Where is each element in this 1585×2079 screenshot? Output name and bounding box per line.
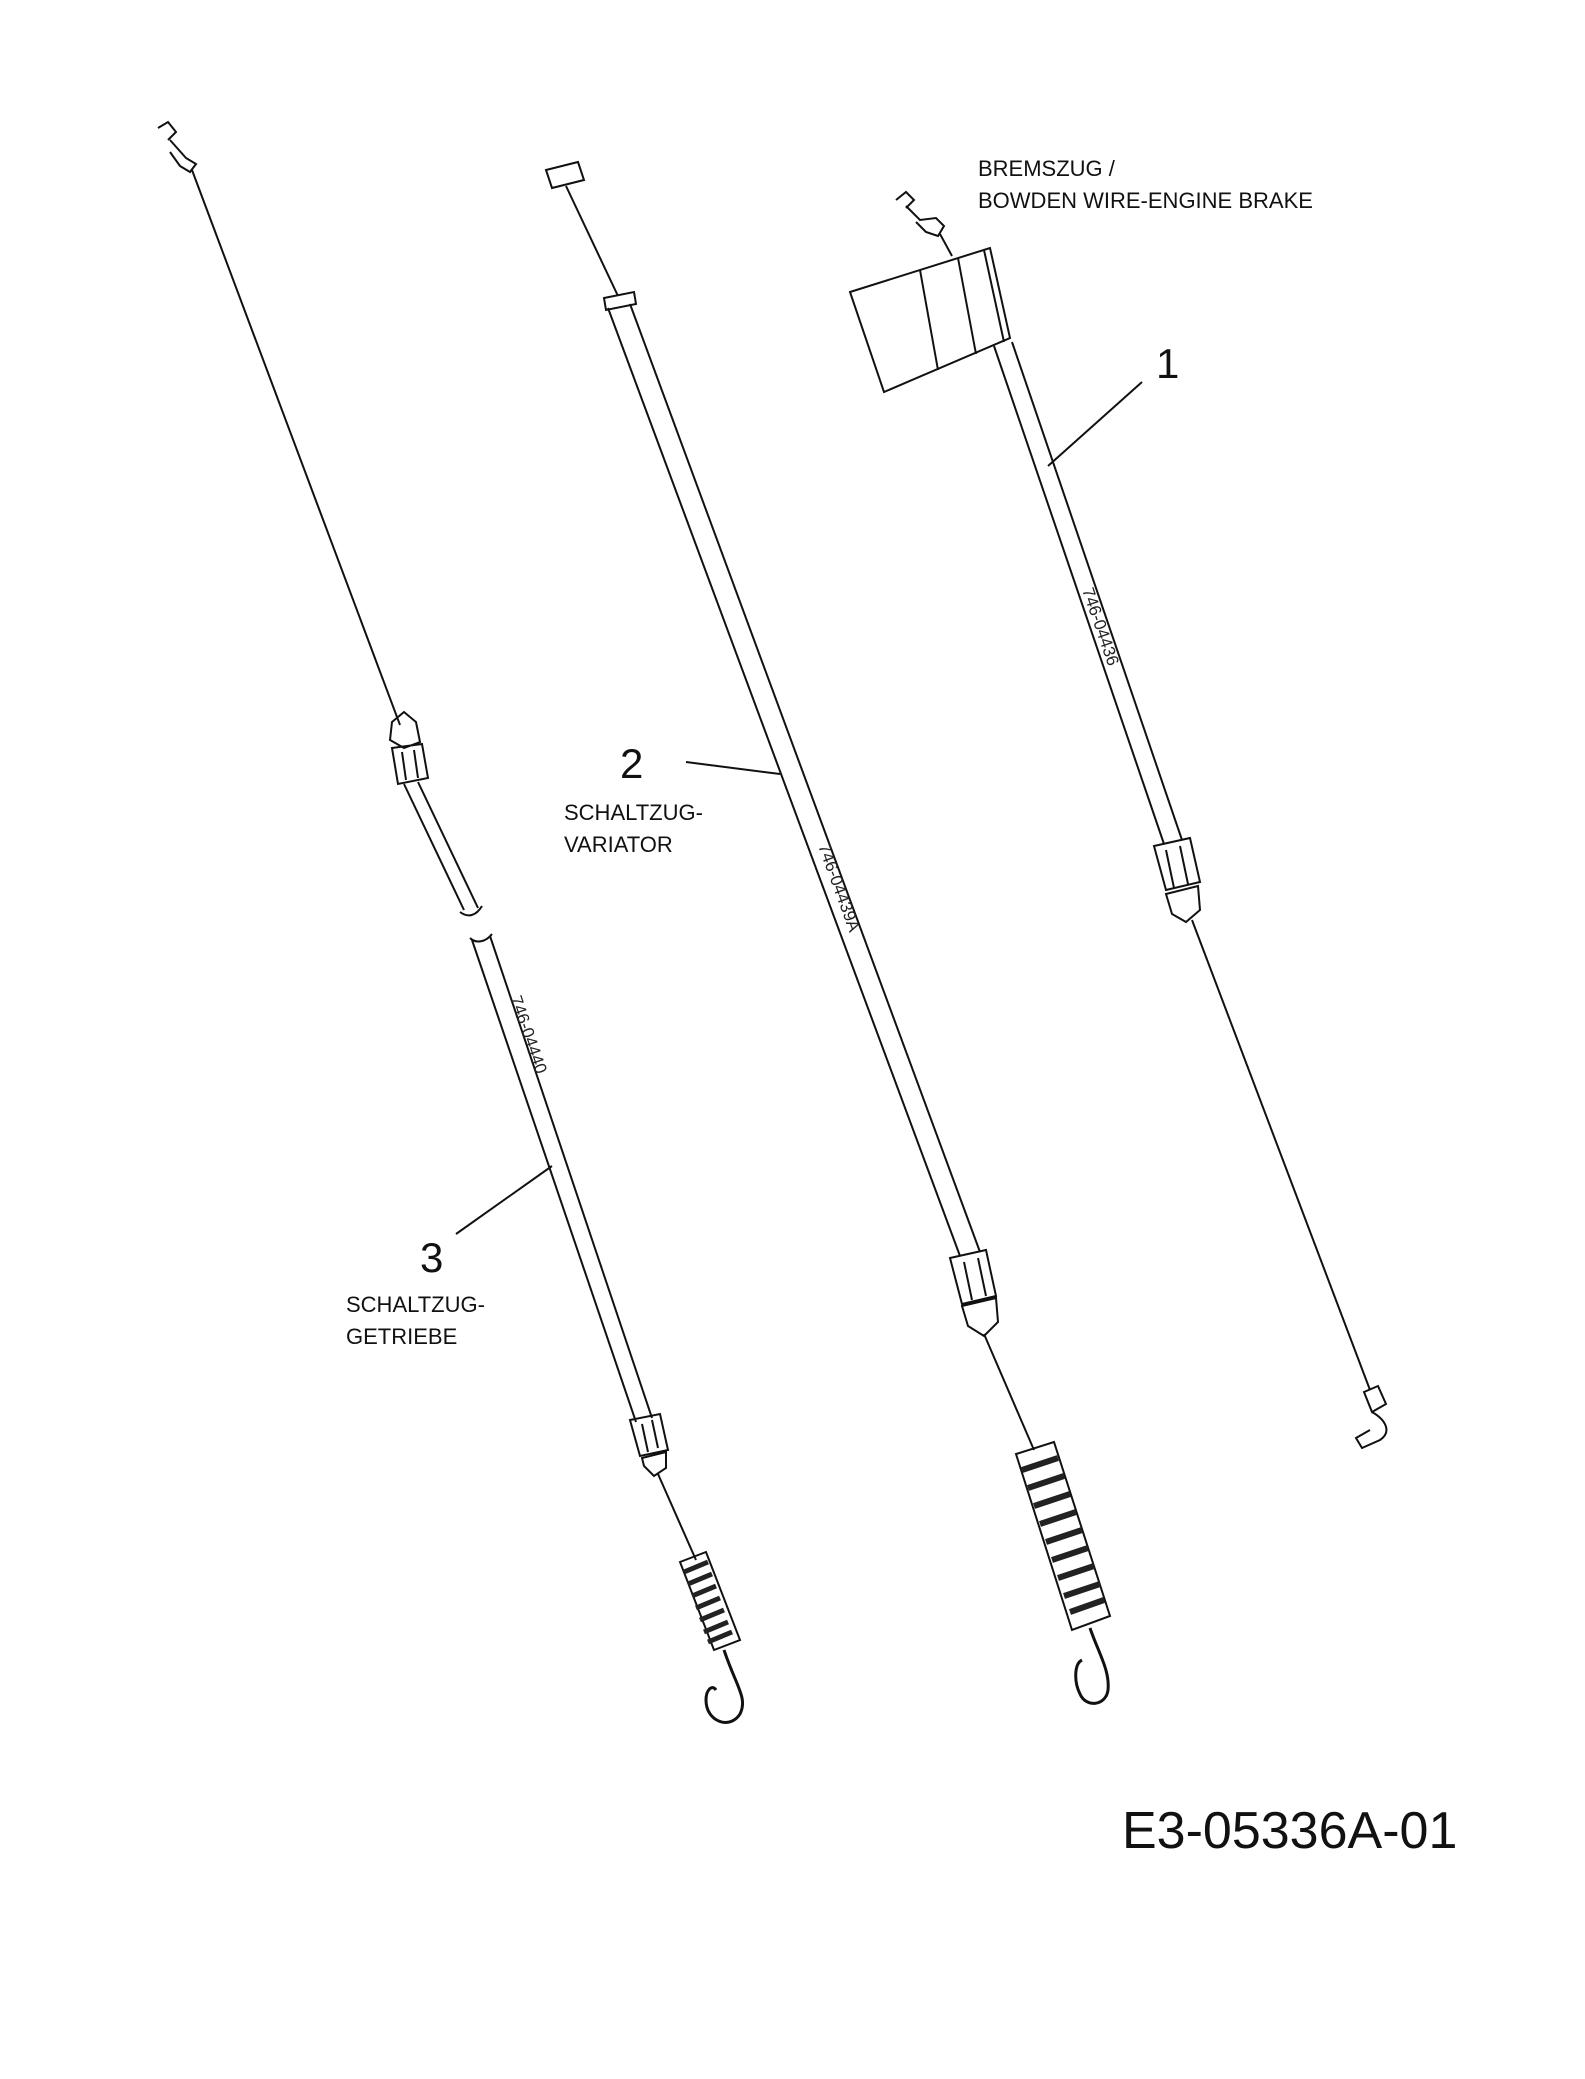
cable-2: 746-04439A (544, 160, 1112, 1705)
cable-2-leader-line (685, 761, 781, 775)
cable-2-sheath (607, 307, 961, 1257)
part-3-number: 3 (420, 1234, 443, 1281)
cable-3: 746-04440 (157, 120, 745, 1724)
cable-2-lower-connector (948, 1248, 1000, 1338)
part-3-label-line-2: GETRIEBE (346, 1324, 457, 1349)
part-2-label-line-1: SCHALTZUG- (564, 800, 703, 825)
cable-2-top-end (544, 160, 586, 190)
part-1-number: 1 (1156, 340, 1179, 387)
cable-2-part-number: 746-04439A (814, 841, 864, 935)
cable-3-spring (678, 1550, 745, 1724)
cable-3-leader-line (455, 1165, 553, 1235)
part-2-number: 2 (620, 740, 643, 787)
cable-1-top-hook (895, 190, 946, 238)
cable-3-top-hook (157, 120, 198, 174)
cable-1-sheath (993, 345, 1165, 845)
cable-1: 746-04436 (848, 190, 1388, 1450)
cable-1-leader-line (1047, 381, 1143, 467)
part-1-label-line-2: BOWDEN WIRE-ENGINE BRAKE (978, 188, 1313, 213)
cable-2-spring (1014, 1440, 1112, 1705)
cable-3-sheath (471, 939, 637, 1423)
cable-3-part-number: 746-04440 (506, 993, 550, 1076)
cable-1-part-number: 746-04436 (1078, 585, 1122, 668)
cable-1-bottom-hook (1354, 1384, 1388, 1450)
part-1-label-line-1: BREMSZUG / (978, 156, 1116, 181)
cable-3-upper-wire (191, 169, 401, 726)
part-2-label-line-2: VARIATOR (564, 832, 673, 857)
drawing-code: E3-05336A-01 (1122, 1802, 1457, 1860)
cable-1-connector (1152, 836, 1202, 924)
cable-1-brake-block (848, 246, 1012, 394)
cable-3-lower-connector (628, 1412, 670, 1478)
cable-3-connector (388, 710, 430, 786)
part-3-label-line-1: SCHALTZUG- (346, 1292, 485, 1317)
